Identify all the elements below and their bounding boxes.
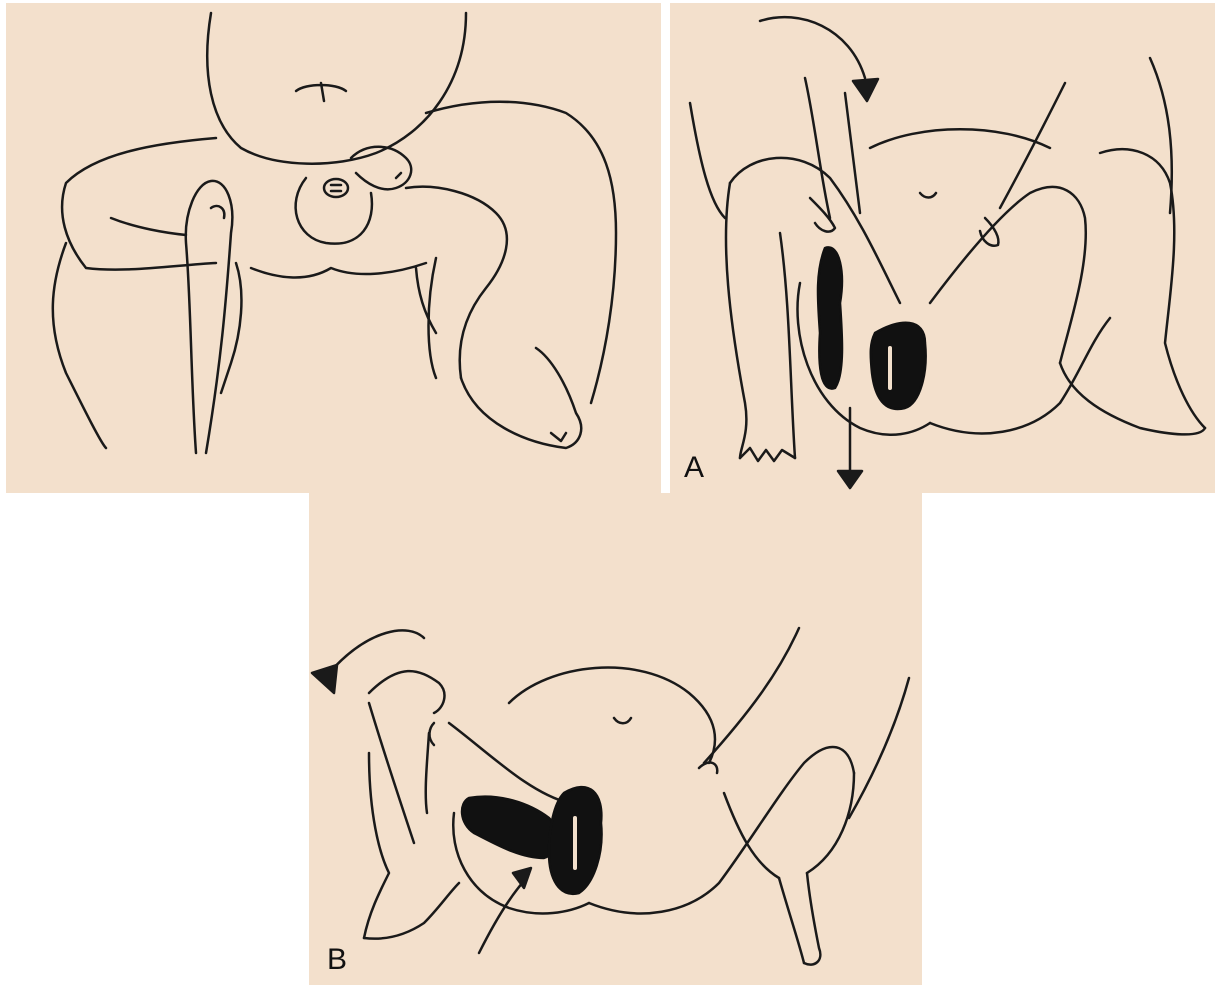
femur-dark [818,247,842,388]
maneuver-b-drawing [309,493,922,985]
femur-dark [462,797,558,858]
left-thigh [730,158,900,303]
panel-a-label: A [684,453,704,483]
infant-belly [509,668,715,763]
panel-b: B [309,493,922,985]
left-arm [369,671,444,713]
infant-grip-drawing [6,3,661,493]
rotation-arrow [329,630,424,673]
push-arrow [479,881,524,953]
right-thigh [589,747,854,913]
right-thigh [930,187,1086,363]
left-arm [690,103,725,218]
right-hand [351,147,411,190]
left-thigh [62,138,216,270]
infant-belly [870,129,1050,148]
left-thigh [449,723,569,803]
scrotum [296,178,372,244]
maneuver-a-drawing [670,3,1215,493]
panel-a: A [670,3,1215,493]
right-foot [804,873,820,965]
right-foot [461,348,581,448]
rotation-arrow [760,17,865,78]
right-thigh [426,102,616,403]
infant-belly-outline [207,13,466,164]
pelvis-dark [871,323,926,409]
navel [296,83,346,101]
panel-b-label: B [327,945,347,975]
left-hand [186,181,233,453]
right-arm [704,628,799,763]
panel-hip-grip [6,3,661,493]
